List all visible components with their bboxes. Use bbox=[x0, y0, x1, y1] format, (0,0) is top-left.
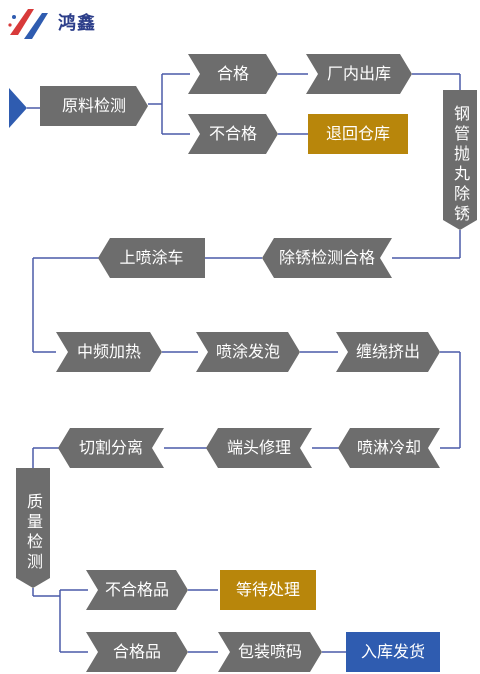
node-return-warehouse: 退回仓库 bbox=[308, 114, 408, 154]
node-to-spray: 上喷涂车 bbox=[98, 238, 205, 278]
node-await-process: 等待处理 bbox=[220, 570, 316, 610]
brand-logo: 鸿鑫 bbox=[6, 5, 116, 43]
node-ship: 入库发货 bbox=[346, 632, 440, 672]
node-rust-ok: 除锈检测合格 bbox=[262, 238, 392, 278]
node-fail: 不合格 bbox=[188, 114, 278, 154]
node-store-in-plant: 厂内出库 bbox=[306, 54, 412, 94]
node-quality-check: 质量检测 bbox=[16, 468, 50, 588]
node-spray-foam: 喷涂发泡 bbox=[196, 332, 300, 372]
node-mid-heat: 中频加热 bbox=[56, 332, 162, 372]
node-reject: 不合格品 bbox=[86, 570, 188, 610]
flow-start-arrow-icon bbox=[9, 88, 27, 128]
node-raw-inspect: 原料检测 bbox=[40, 86, 148, 126]
node-pass: 合格 bbox=[188, 54, 278, 94]
node-cut-separate: 切割分离 bbox=[58, 428, 164, 468]
node-wrap-extrude: 缠绕挤出 bbox=[336, 332, 440, 372]
node-pack-print: 包装喷码 bbox=[218, 632, 322, 672]
logo-mark-icon bbox=[8, 9, 48, 39]
brand-name: 鸿鑫 bbox=[58, 13, 96, 34]
node-accept: 合格品 bbox=[86, 632, 188, 672]
node-spray-cool: 喷淋冷却 bbox=[338, 428, 440, 468]
node-end-trim: 端头修理 bbox=[206, 428, 312, 468]
node-shot-blast: 钢管抛丸除锈 bbox=[443, 90, 477, 230]
